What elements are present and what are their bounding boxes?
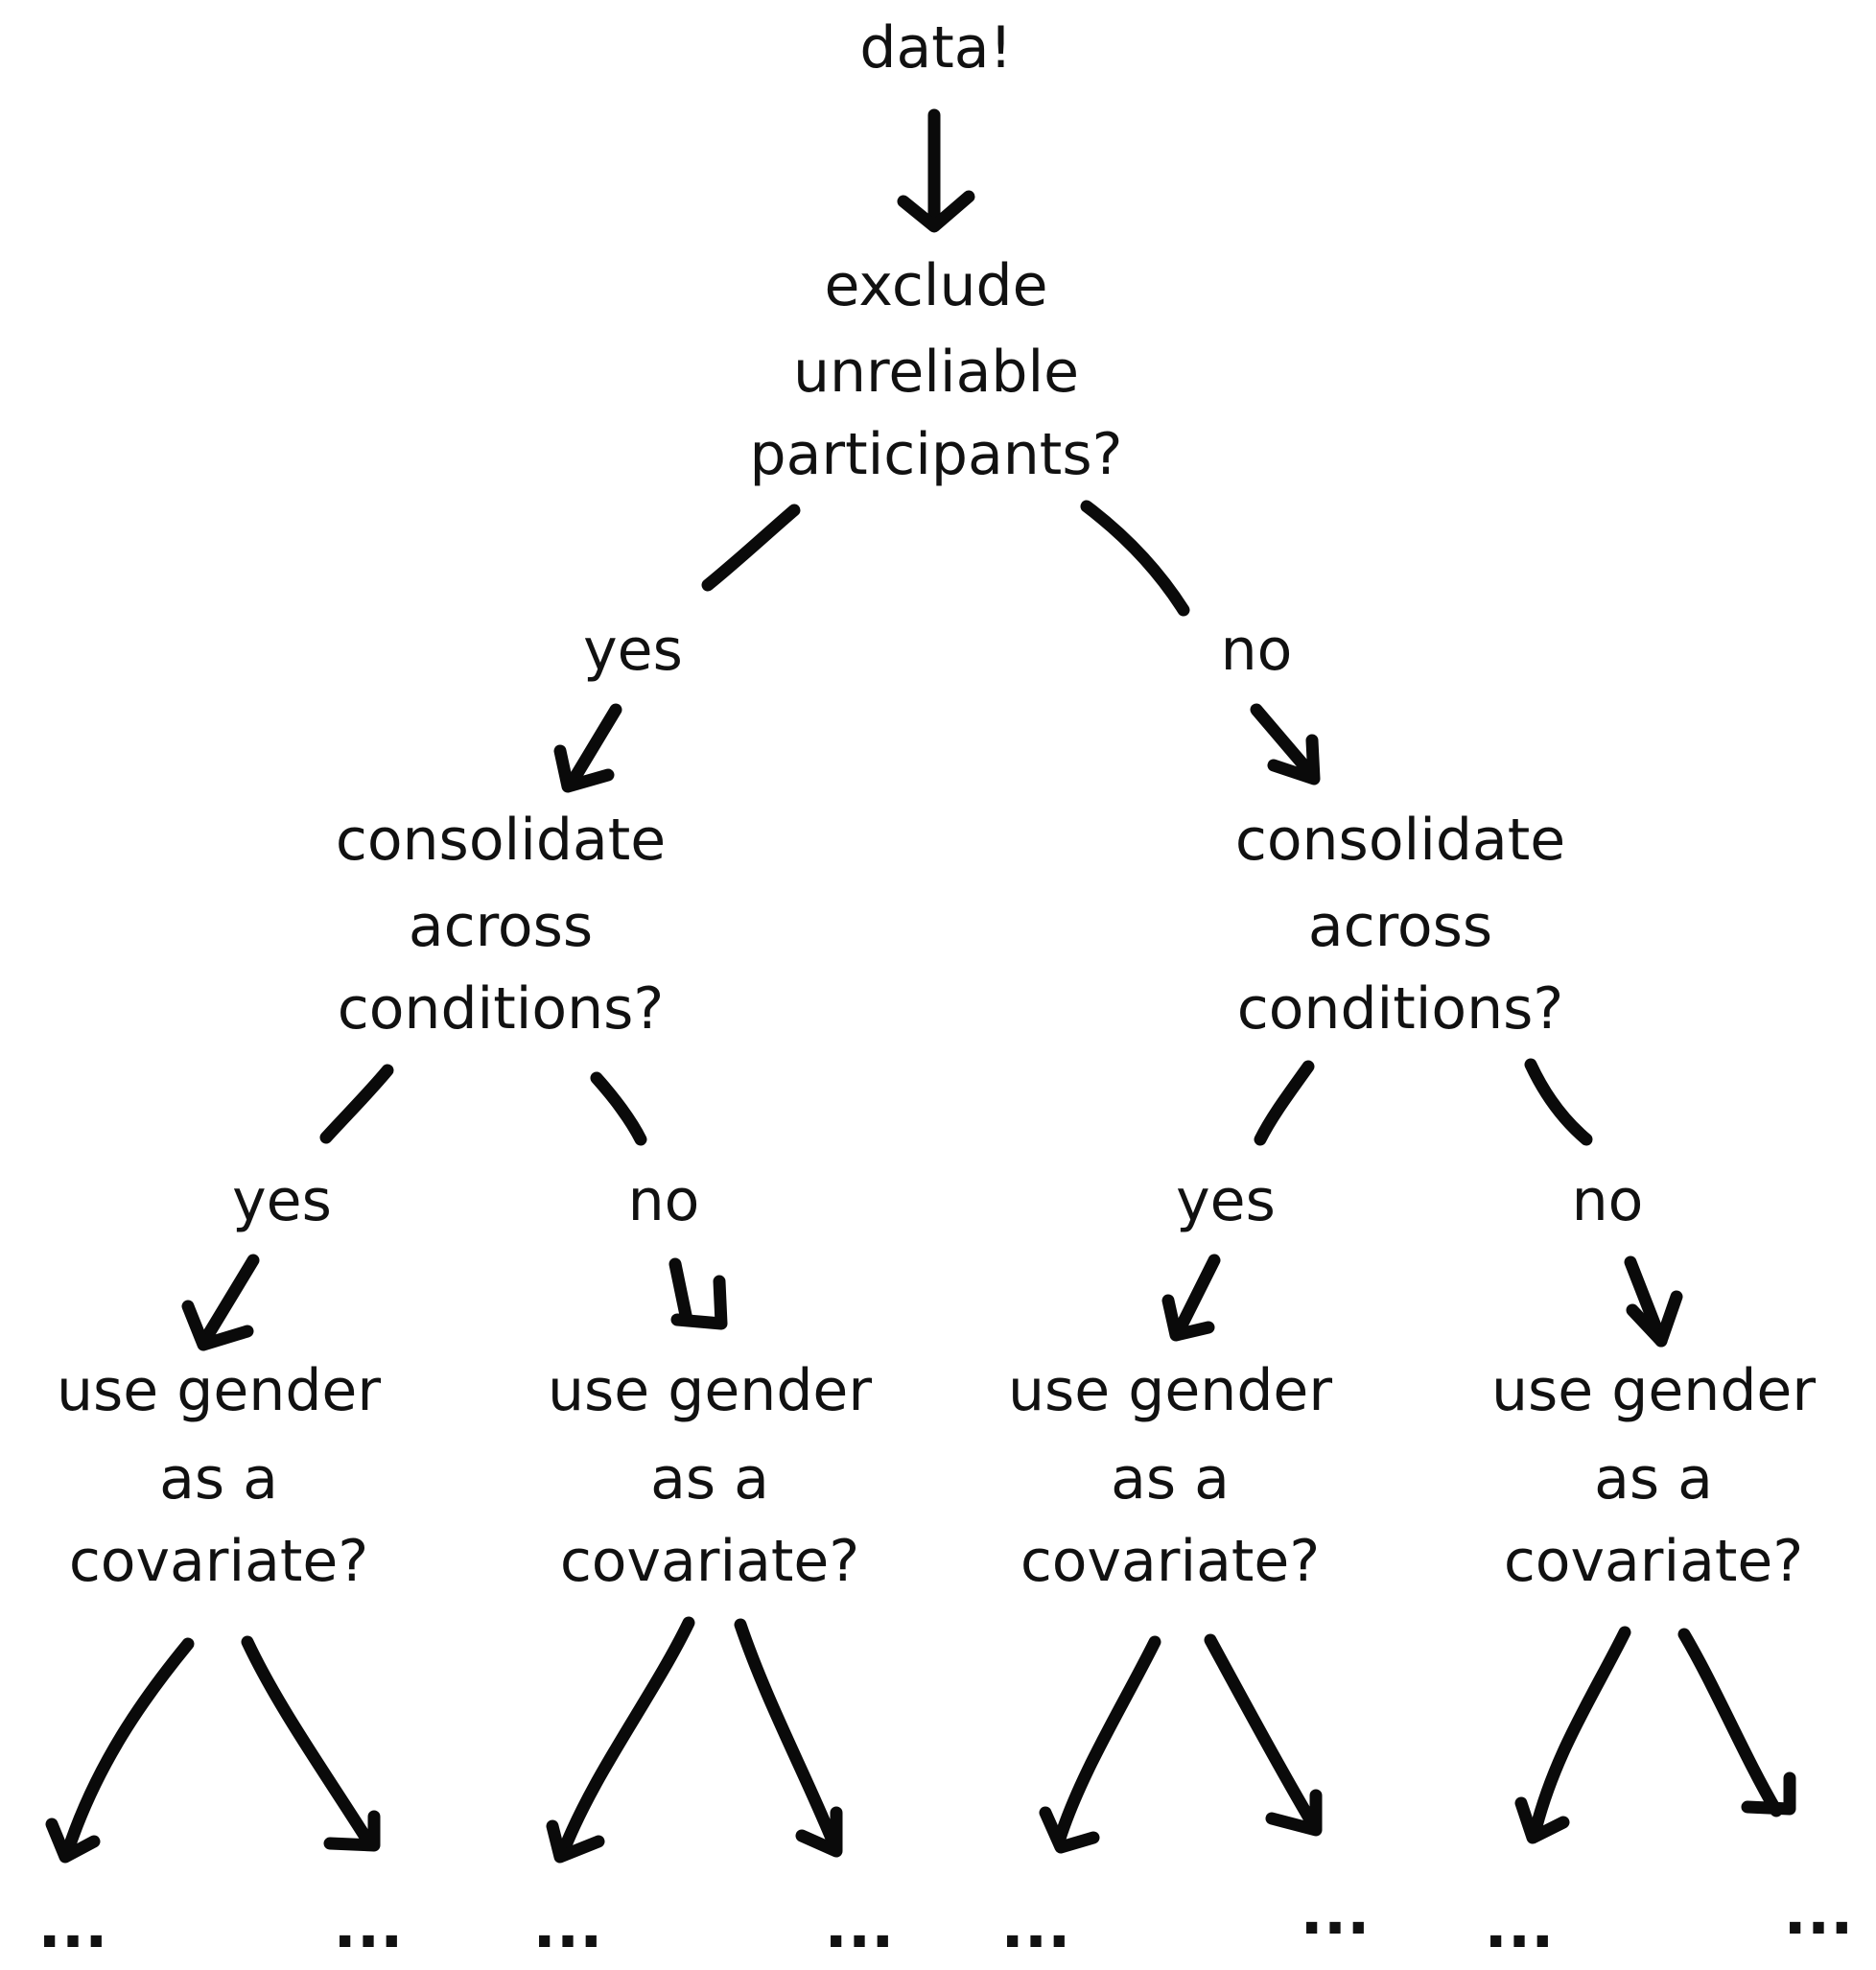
branch-label-right-no: no bbox=[1572, 1167, 1644, 1234]
node-exclude-unreliable: exclude unreliable participants? bbox=[750, 252, 1123, 488]
node-gender-3-line-2: as a bbox=[1111, 1445, 1230, 1513]
branch-label-left-no: no bbox=[628, 1167, 700, 1234]
branch-label-level1-yes: yes bbox=[583, 617, 683, 684]
node-gender-1-line-2: as a bbox=[159, 1445, 278, 1513]
leaf-ellipsis-7: ... bbox=[1485, 1891, 1555, 1962]
root-node-label: data! bbox=[859, 14, 1012, 82]
node-consolidate-left-line-2: across bbox=[409, 893, 593, 960]
arrow-right-no bbox=[1624, 1255, 1683, 1348]
branch-line-level2-left-yes bbox=[319, 1064, 394, 1144]
branch-line-level2-right-yes bbox=[1254, 1060, 1315, 1146]
arrow-right-yes bbox=[1161, 1254, 1221, 1342]
leaf-ellipsis-6: ... bbox=[1301, 1878, 1371, 1949]
branch-line-level2-right-no bbox=[1524, 1058, 1593, 1146]
branch-label-level1-no: no bbox=[1221, 617, 1293, 684]
node-gender-1-line-3: covariate? bbox=[69, 1528, 368, 1595]
node-exclude-line-2: unreliable bbox=[793, 339, 1079, 406]
arrow-left-no bbox=[668, 1257, 728, 1330]
branch-line-level2-left-no bbox=[590, 1071, 647, 1146]
node-gender-2-line-2: as a bbox=[650, 1445, 769, 1513]
node-gender-4-line-3: covariate? bbox=[1504, 1528, 1803, 1595]
branch-label-left-yes: yes bbox=[232, 1167, 332, 1234]
node-gender-2-line-3: covariate? bbox=[560, 1528, 859, 1595]
node-consolidate-left-line-1: consolidate bbox=[336, 807, 666, 874]
arrow-leaf-4 bbox=[734, 1618, 843, 1858]
node-consolidate-right-line-2: across bbox=[1308, 893, 1492, 960]
node-gender-covariate-4: use gender as a covariate? bbox=[1491, 1357, 1816, 1595]
node-gender-covariate-1: use gender as a covariate? bbox=[57, 1357, 381, 1595]
branch-label-right-yes: yes bbox=[1176, 1167, 1276, 1234]
node-gender-2-line-1: use gender bbox=[548, 1357, 872, 1424]
node-consolidate-left: consolidate across conditions? bbox=[336, 807, 666, 1043]
leaf-ellipsis-1: ... bbox=[38, 1891, 108, 1962]
leaf-ellipsis-8: ... bbox=[1784, 1878, 1854, 1949]
arrow-leaf-8 bbox=[1677, 1628, 1796, 1818]
node-gender-3-line-3: covariate? bbox=[1020, 1528, 1320, 1595]
node-exclude-line-3: participants? bbox=[750, 421, 1123, 488]
node-gender-1-line-1: use gender bbox=[57, 1357, 381, 1424]
arrow-leaf-5 bbox=[1039, 1635, 1161, 1854]
node-gender-4-line-2: as a bbox=[1594, 1445, 1713, 1513]
arrow-leaf-1 bbox=[45, 1637, 195, 1864]
node-gender-covariate-2: use gender as a covariate? bbox=[548, 1357, 872, 1595]
leaf-ellipsis-4: ... bbox=[825, 1891, 895, 1962]
arrow-leaf-6 bbox=[1204, 1633, 1323, 1837]
arrow-level1-yes bbox=[553, 703, 622, 793]
branch-line-level1-yes bbox=[701, 504, 801, 592]
arrow-root-to-exclude bbox=[897, 108, 975, 233]
arrow-level1-no bbox=[1250, 703, 1321, 786]
node-consolidate-right-line-3: conditions? bbox=[1237, 975, 1564, 1043]
arrow-leaf-7 bbox=[1514, 1626, 1631, 1844]
node-gender-covariate-3: use gender as a covariate? bbox=[1008, 1357, 1332, 1595]
node-gender-4-line-1: use gender bbox=[1491, 1357, 1816, 1424]
leaf-ellipsis-2: ... bbox=[334, 1891, 404, 1962]
node-consolidate-right: consolidate across conditions? bbox=[1235, 807, 1565, 1043]
leaf-ellipsis-3: ... bbox=[533, 1891, 603, 1962]
node-exclude-line-1: exclude bbox=[825, 252, 1048, 319]
branch-line-level1-no bbox=[1080, 500, 1190, 617]
node-consolidate-left-line-3: conditions? bbox=[338, 975, 665, 1043]
node-gender-3-line-1: use gender bbox=[1008, 1357, 1332, 1424]
arrow-leaf-2 bbox=[241, 1635, 381, 1852]
arrow-leaf-3 bbox=[546, 1616, 695, 1864]
leaf-ellipsis-5: ... bbox=[1001, 1891, 1071, 1962]
node-consolidate-right-line-1: consolidate bbox=[1235, 807, 1565, 874]
arrow-left-yes bbox=[181, 1254, 260, 1351]
